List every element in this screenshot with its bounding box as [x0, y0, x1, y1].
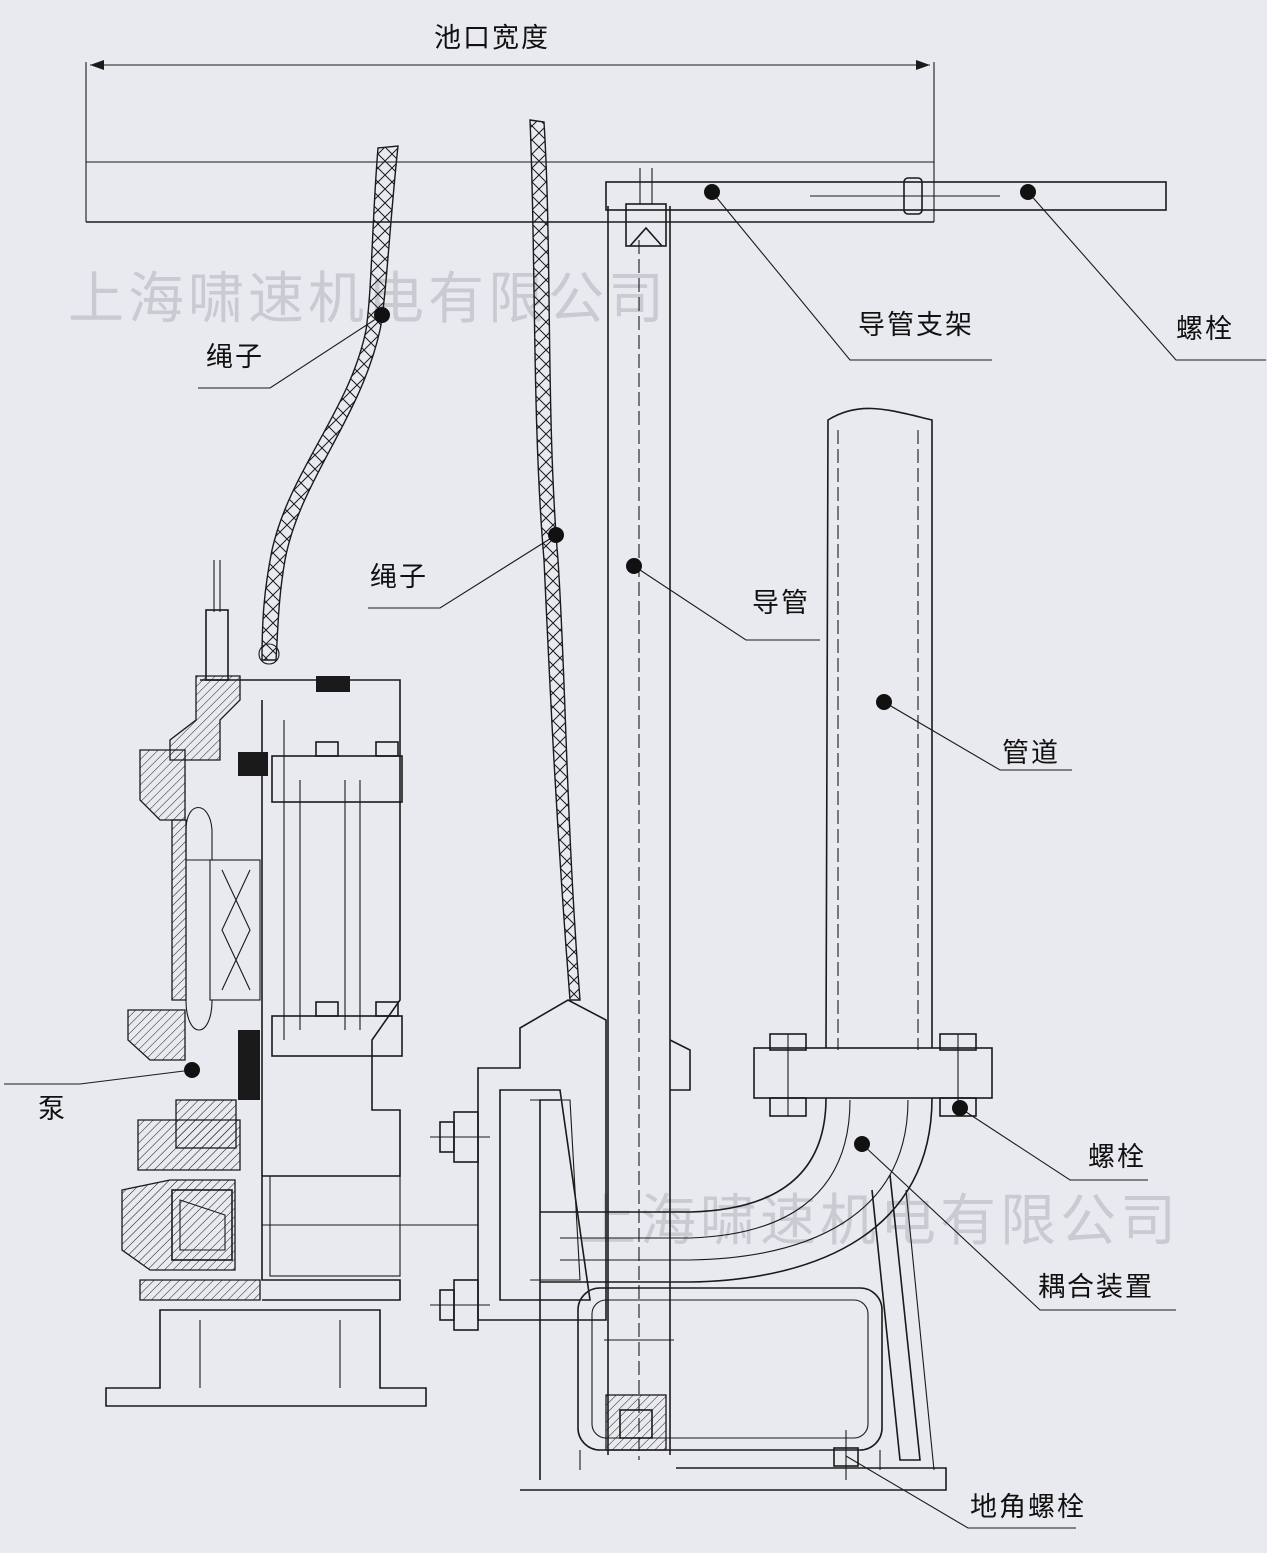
- label-bolt-right: 螺栓: [1088, 1142, 1146, 1173]
- coupling-elbow: [520, 1097, 947, 1491]
- label-pipeline: 管道: [1002, 738, 1060, 769]
- label-rope-upper: 绳子: [206, 342, 264, 373]
- rope-right: [529, 119, 581, 1001]
- watermark-top: 上海啸速机电有限公司: [68, 267, 668, 332]
- pit-top-slab: [86, 161, 934, 223]
- pit-width-label: 池口宽度: [434, 23, 550, 54]
- guide-pipe: [604, 206, 674, 1460]
- leader-dots: [184, 184, 1036, 1152]
- guide-pipe-bracket: [605, 168, 1167, 247]
- coupling-body: [430, 999, 691, 1331]
- pit-width-dimension: 池口宽度: [85, 23, 935, 222]
- label-guide-pipe: 导管: [752, 588, 810, 619]
- pump-body: [105, 560, 478, 1407]
- label-rope-lower: 绳子: [370, 562, 428, 593]
- label-pump: 泵: [38, 1094, 67, 1125]
- label-coupling-device: 耦合装置: [1038, 1272, 1154, 1303]
- anchor-bolt-shape: [833, 1430, 859, 1480]
- label-guide-bracket: 导管支架: [858, 310, 974, 341]
- leader-lines: [4, 191, 1266, 1529]
- label-bolt-top: 螺栓: [1176, 314, 1234, 345]
- pipe-flange: [753, 1033, 993, 1117]
- label-anchor-bolt: 地角螺栓: [970, 1492, 1086, 1523]
- pipeline: [825, 407, 933, 1050]
- rope-left: [258, 145, 399, 665]
